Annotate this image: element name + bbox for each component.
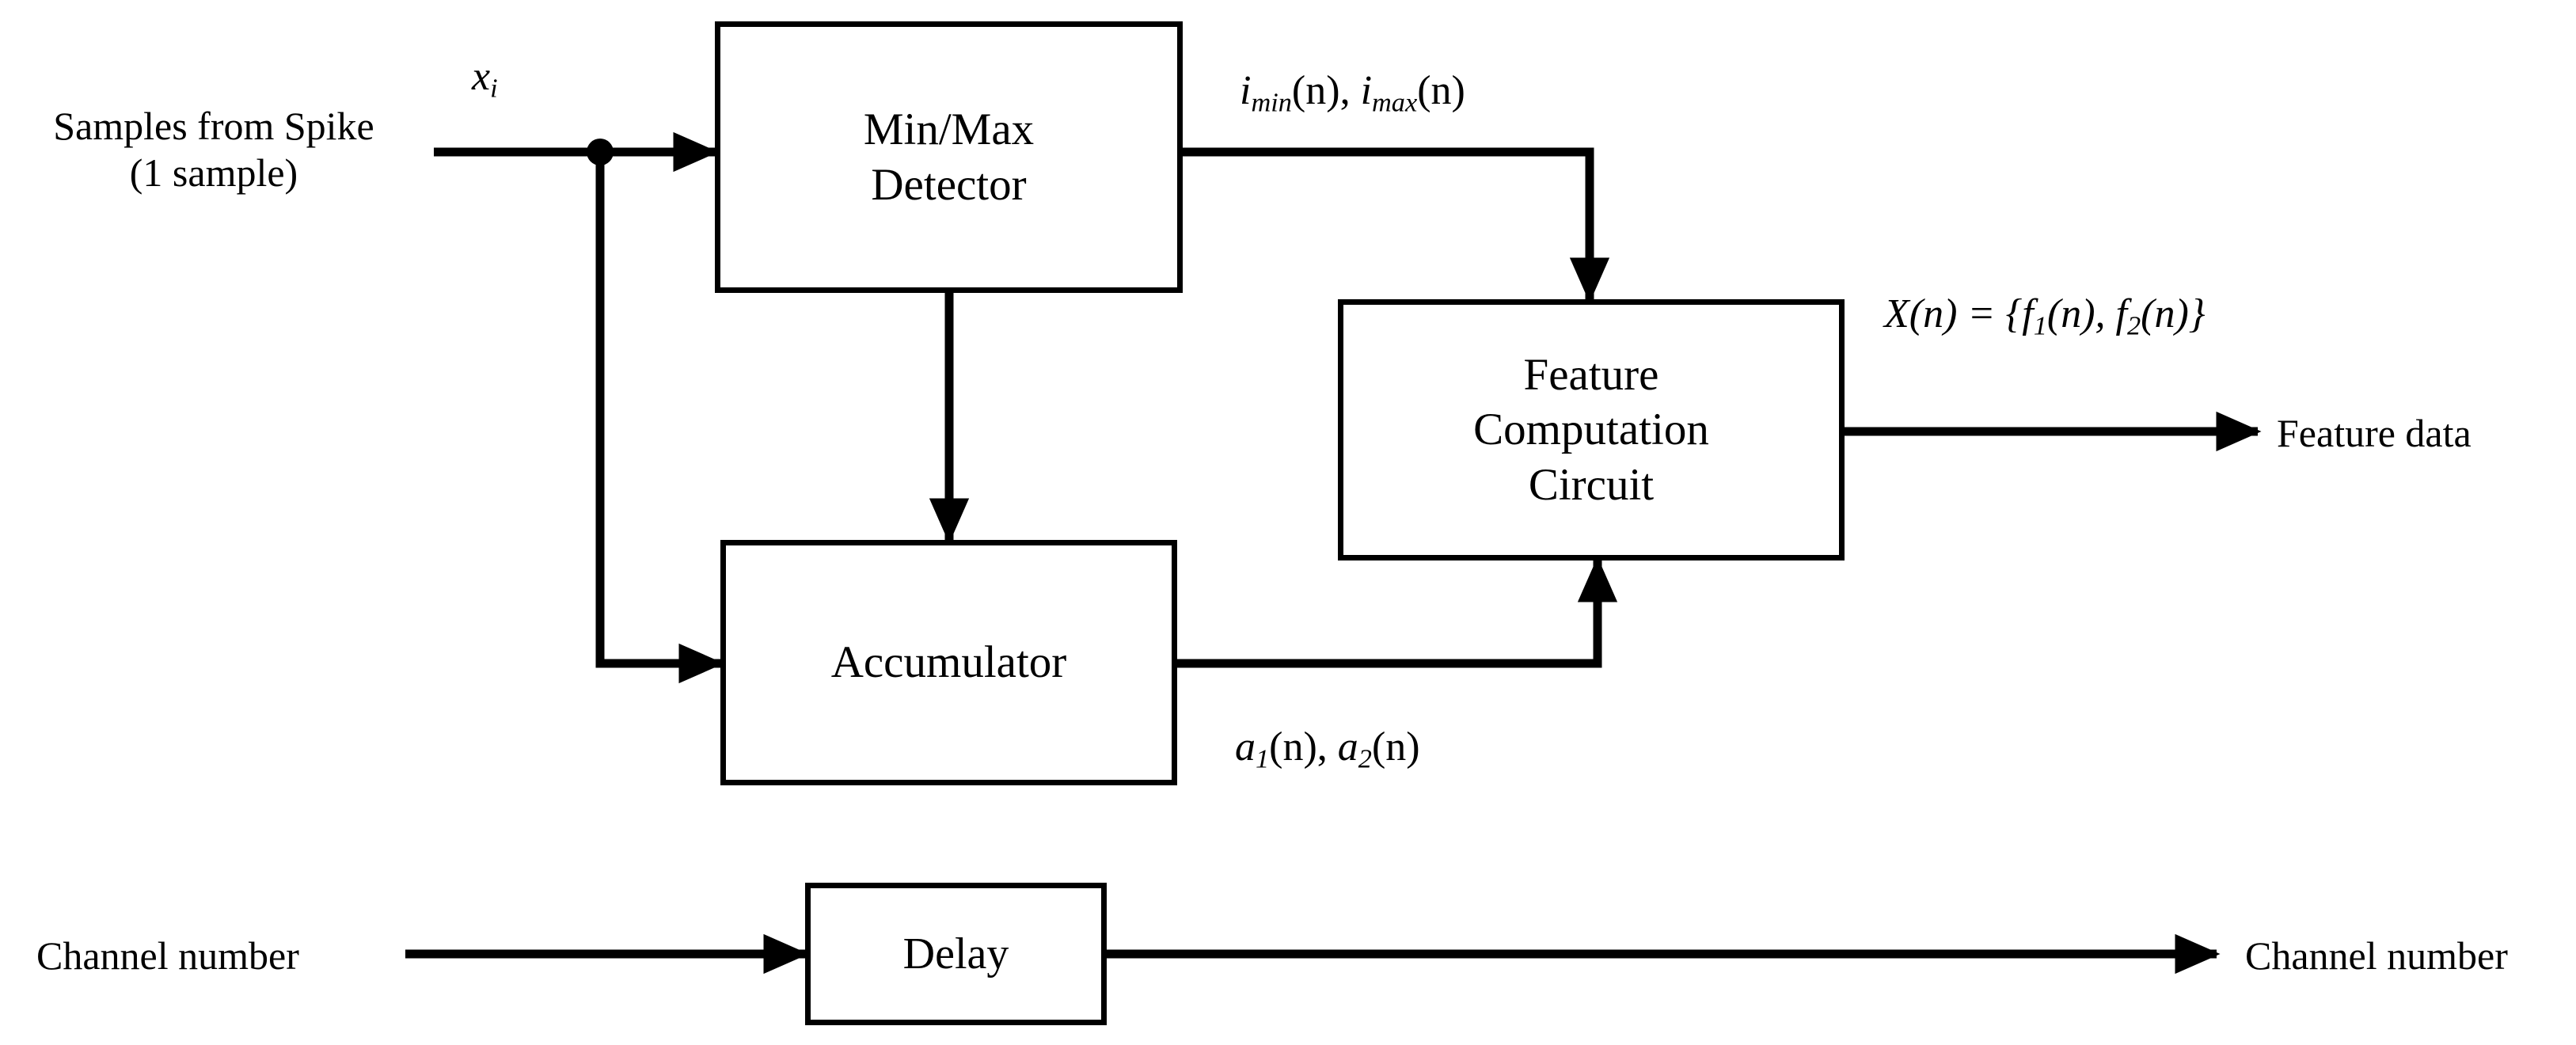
math-a2-sub: 2: [1358, 743, 1372, 774]
math-f1-sub: 1: [2033, 310, 2047, 341]
math-f2-arg: (n): [2141, 291, 2189, 336]
math-imin-sub: min: [1251, 87, 1292, 118]
math-f2-sub: 2: [2126, 310, 2141, 341]
block-delay[interactable]: Delay: [805, 883, 1107, 1025]
math-f1-arg: (n): [2046, 291, 2095, 336]
math-f2-base: f: [2115, 291, 2127, 336]
math-a1-sub: 1: [1256, 743, 1270, 774]
block-min-max-detector[interactable]: Min/Max Detector: [715, 21, 1183, 293]
math-feature-sep: ,: [2095, 291, 2116, 336]
math-label-accumulator-output: a1(n), a2(n): [1235, 724, 1420, 774]
math-Xn-lhs: X(n) = {: [1884, 291, 2023, 336]
label-input-source: Samples from Spike (1 sample): [53, 104, 374, 195]
math-imax-arg: (n): [1417, 68, 1465, 113]
math-Xn-rhs: }: [2188, 291, 2206, 336]
math-imin-base: i: [1240, 68, 1252, 113]
math-a2-base: a: [1337, 724, 1358, 770]
math-minmax-sep: ,: [1339, 68, 1361, 113]
math-imax-sub: max: [1372, 87, 1418, 118]
label-channel-number-input: Channel number: [36, 933, 299, 978]
math-a2-arg: (n): [1371, 724, 1420, 770]
math-accum-sep: ,: [1316, 724, 1338, 770]
math-a1-base: a: [1235, 724, 1256, 770]
label-feature-data-output: Feature data: [2277, 411, 2472, 455]
math-label-input-signal: xi: [472, 54, 498, 104]
math-f1-base: f: [2022, 291, 2034, 336]
wire-junction-to-accumulator: [595, 152, 724, 684]
math-label-feature-vector: X(n) = {f1(n), f2(n)}: [1884, 291, 2206, 341]
math-x-sub: i: [490, 73, 498, 104]
math-imin-arg: (n): [1291, 68, 1340, 113]
math-label-minmax-output: imin(n), imax(n): [1240, 68, 1465, 118]
block-accumulator[interactable]: Accumulator: [720, 540, 1177, 785]
wire-minmax-to-feature: [1183, 147, 1610, 303]
label-channel-number-output: Channel number: [2245, 933, 2508, 978]
math-a1-arg: (n): [1269, 724, 1317, 770]
math-imax-base: i: [1360, 68, 1373, 113]
block-feature-computation-circuit[interactable]: Feature Computation Circuit: [1338, 299, 1845, 560]
wire-accumulator-to-feature: [1177, 557, 1618, 668]
wire-junction-dot: [587, 139, 614, 165]
math-x-base: x: [472, 54, 491, 99]
